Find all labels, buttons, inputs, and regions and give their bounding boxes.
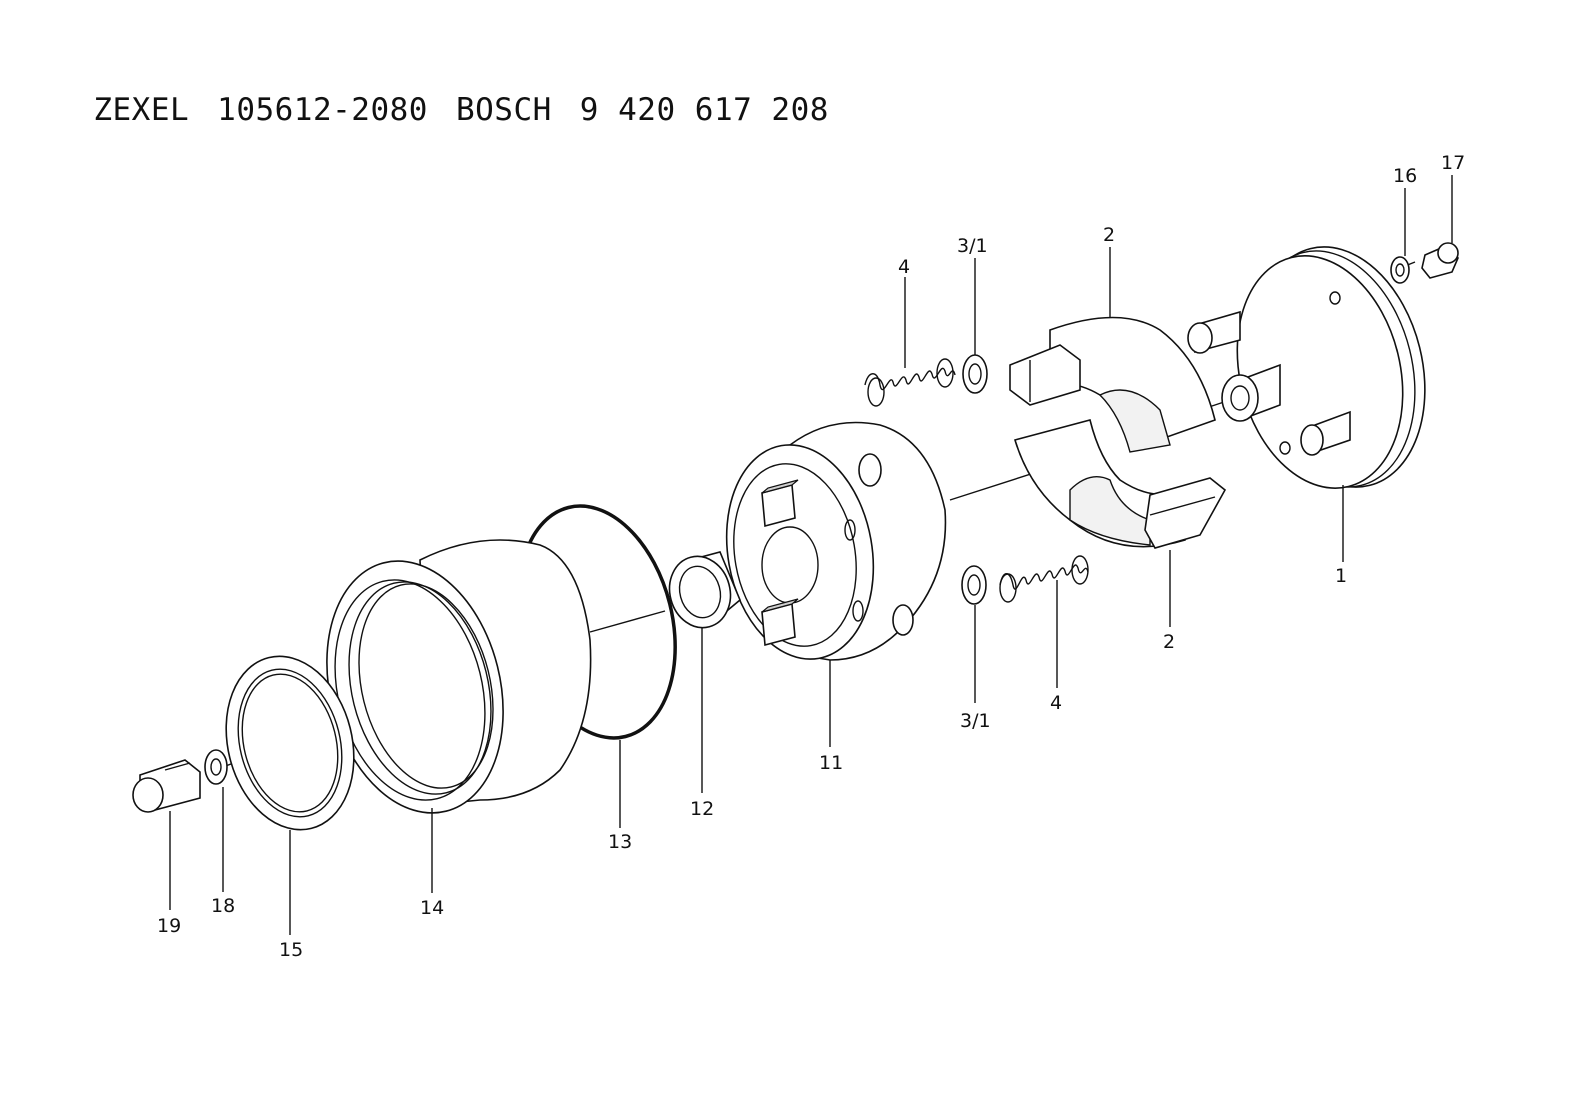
part-4-spring-upper — [864, 358, 956, 407]
callout-17: 17 — [1441, 152, 1465, 174]
callout-4-top: 4 — [898, 256, 910, 278]
callout-18: 18 — [211, 895, 235, 917]
callout-3-1-bottom: 3/1 — [960, 710, 991, 732]
callout-14: 14 — [420, 897, 444, 919]
part-2-flyweight-lower — [1013, 419, 1227, 549]
part-4-spring-lower — [999, 555, 1089, 603]
part-3-1-washer-lower — [961, 565, 987, 605]
part-12-bushing — [668, 551, 741, 629]
diagram-title: ZEXEL 105612-2080 BOSCH 9 420 617 208 — [55, 56, 857, 128]
brand-bosch: BOSCH — [455, 92, 552, 128]
callout-19: 19 — [157, 915, 181, 937]
callout-13: 13 — [608, 831, 632, 853]
callout-4-bottom: 4 — [1050, 692, 1062, 714]
part-15-gasket-ring — [225, 655, 355, 831]
callout-1: 1 — [1335, 565, 1347, 587]
part-1-end-plate — [1187, 246, 1426, 489]
part-2-flyweight-upper — [1009, 316, 1216, 453]
part-17-screw — [1421, 242, 1459, 279]
part-19-plug-screw — [132, 759, 201, 813]
part-18-washer — [204, 749, 228, 785]
leader-lines — [169, 175, 1453, 935]
callout-12: 12 — [690, 798, 714, 820]
callout-2-top: 2 — [1103, 224, 1115, 246]
part-number-bosch: 9 420 617 208 — [579, 92, 829, 128]
callout-labels: 1 2 2 3/1 3/1 4 4 11 12 13 14 15 16 17 1… — [157, 152, 1465, 961]
part-number-zexel: 105612-2080 — [217, 92, 428, 128]
callout-16: 16 — [1393, 165, 1417, 187]
part-3-1-washer-upper — [962, 354, 988, 394]
part-14-housing — [326, 539, 592, 814]
callout-15: 15 — [279, 939, 303, 961]
callout-3-1-top: 3/1 — [957, 235, 988, 257]
part-11-hub — [725, 421, 947, 661]
callout-2-bottom: 2 — [1163, 631, 1175, 653]
brand-zexel: ZEXEL — [93, 92, 190, 128]
part-16-washer — [1390, 256, 1410, 284]
callout-11: 11 — [819, 752, 843, 774]
